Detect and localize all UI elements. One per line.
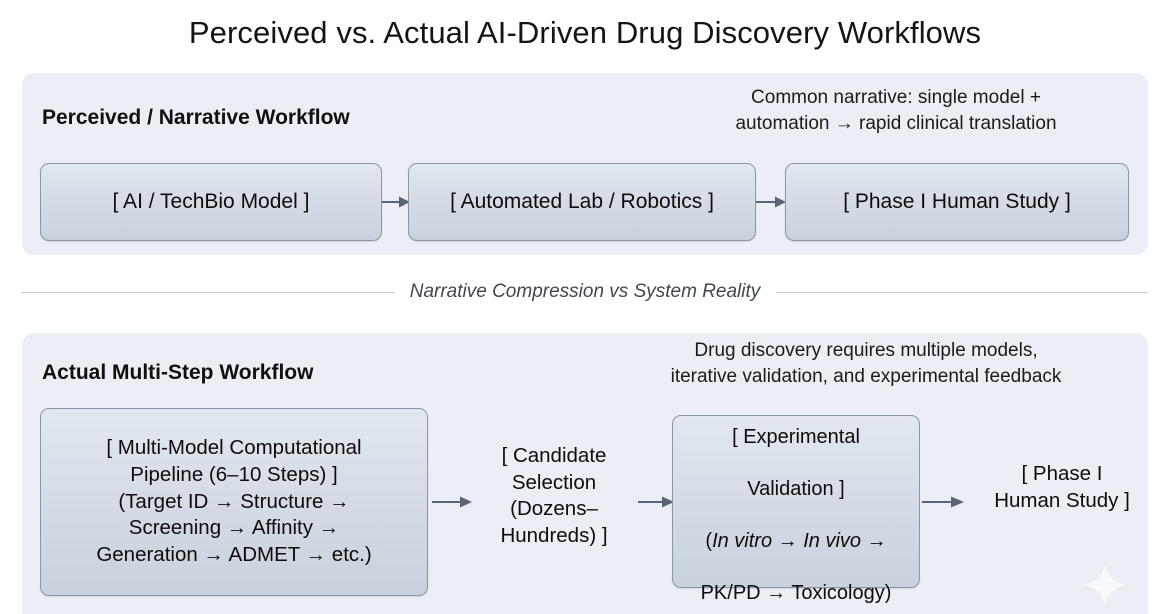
divider-rule-right bbox=[776, 291, 1149, 293]
arrow-right-icon bbox=[638, 496, 674, 508]
perceived-panel-header: Perceived / Narrative Workflow bbox=[42, 106, 350, 129]
experimental-validation-title-line-2: Validation ] bbox=[747, 477, 845, 500]
flow-box-label: [ Phase I Human Study ] bbox=[843, 189, 1071, 213]
flow-box-multi-model-pipeline[interactable]: [ Multi-Model Computational Pipeline (6–… bbox=[40, 408, 428, 596]
page-title: Perceived vs. Actual AI-Driven Drug Disc… bbox=[188, 15, 982, 50]
flow-box-automated-lab-robotics[interactable]: [ Automated Lab / Robotics ] bbox=[408, 163, 756, 241]
experimental-validation-detail-line-2: PK/PD → Toxicology) bbox=[700, 581, 892, 604]
flow-box-label: [ Automated Lab / Robotics ] bbox=[450, 189, 714, 213]
arrow-right-icon bbox=[922, 496, 964, 508]
divider-rule-left bbox=[22, 291, 394, 293]
flow-box-phase-1-human-study[interactable]: [ Phase I Human Study ] bbox=[785, 163, 1129, 241]
flow-box-label: [ Experimental Validation ] (In vitro → … bbox=[691, 398, 902, 606]
experimental-validation-arrow-1: → bbox=[772, 529, 804, 552]
arrow-right-icon bbox=[432, 496, 472, 508]
actual-workflow-panel: Actual Multi-Step Workflow Drug discover… bbox=[22, 333, 1148, 614]
experimental-validation-arrow-2: → bbox=[861, 529, 887, 552]
flow-text-phase-1-human-study: [ Phase I Human Study ] bbox=[994, 462, 1130, 512]
arrow-right-icon bbox=[756, 196, 786, 208]
flow-box-ai-techbio-model[interactable]: [ AI / TechBio Model ] bbox=[40, 163, 382, 241]
divider-label: Narrative Compression vs System Reality bbox=[409, 281, 761, 302]
experimental-validation-title-line-1: [ Experimental bbox=[732, 425, 860, 448]
experimental-validation-in-vivo: In vivo bbox=[803, 529, 862, 552]
arrow-right-icon bbox=[382, 196, 410, 208]
flow-box-label: [ AI / TechBio Model ] bbox=[112, 189, 310, 213]
flow-text-candidate-selection: [ Candidate Selection (Dozens– Hundreds)… bbox=[500, 444, 608, 547]
actual-panel-header: Actual Multi-Step Workflow bbox=[42, 361, 314, 384]
perceived-panel-note: Common narrative: single model + automat… bbox=[735, 87, 1057, 135]
section-divider: Narrative Compression vs System Reality bbox=[22, 281, 1149, 303]
experimental-validation-detail-open: ( bbox=[705, 529, 713, 552]
experimental-validation-in-vitro: In vitro bbox=[712, 529, 773, 552]
flow-box-experimental-validation[interactable]: [ Experimental Validation ] (In vitro → … bbox=[672, 415, 920, 604]
perceived-workflow-panel: Perceived / Narrative Workflow Common na… bbox=[22, 73, 1148, 255]
actual-panel-note: Drug discovery requires multiple models,… bbox=[670, 340, 1062, 388]
sparkle-icon bbox=[1082, 562, 1128, 608]
flow-box-label: [ Multi-Model Computational Pipeline (6–… bbox=[96, 436, 372, 566]
